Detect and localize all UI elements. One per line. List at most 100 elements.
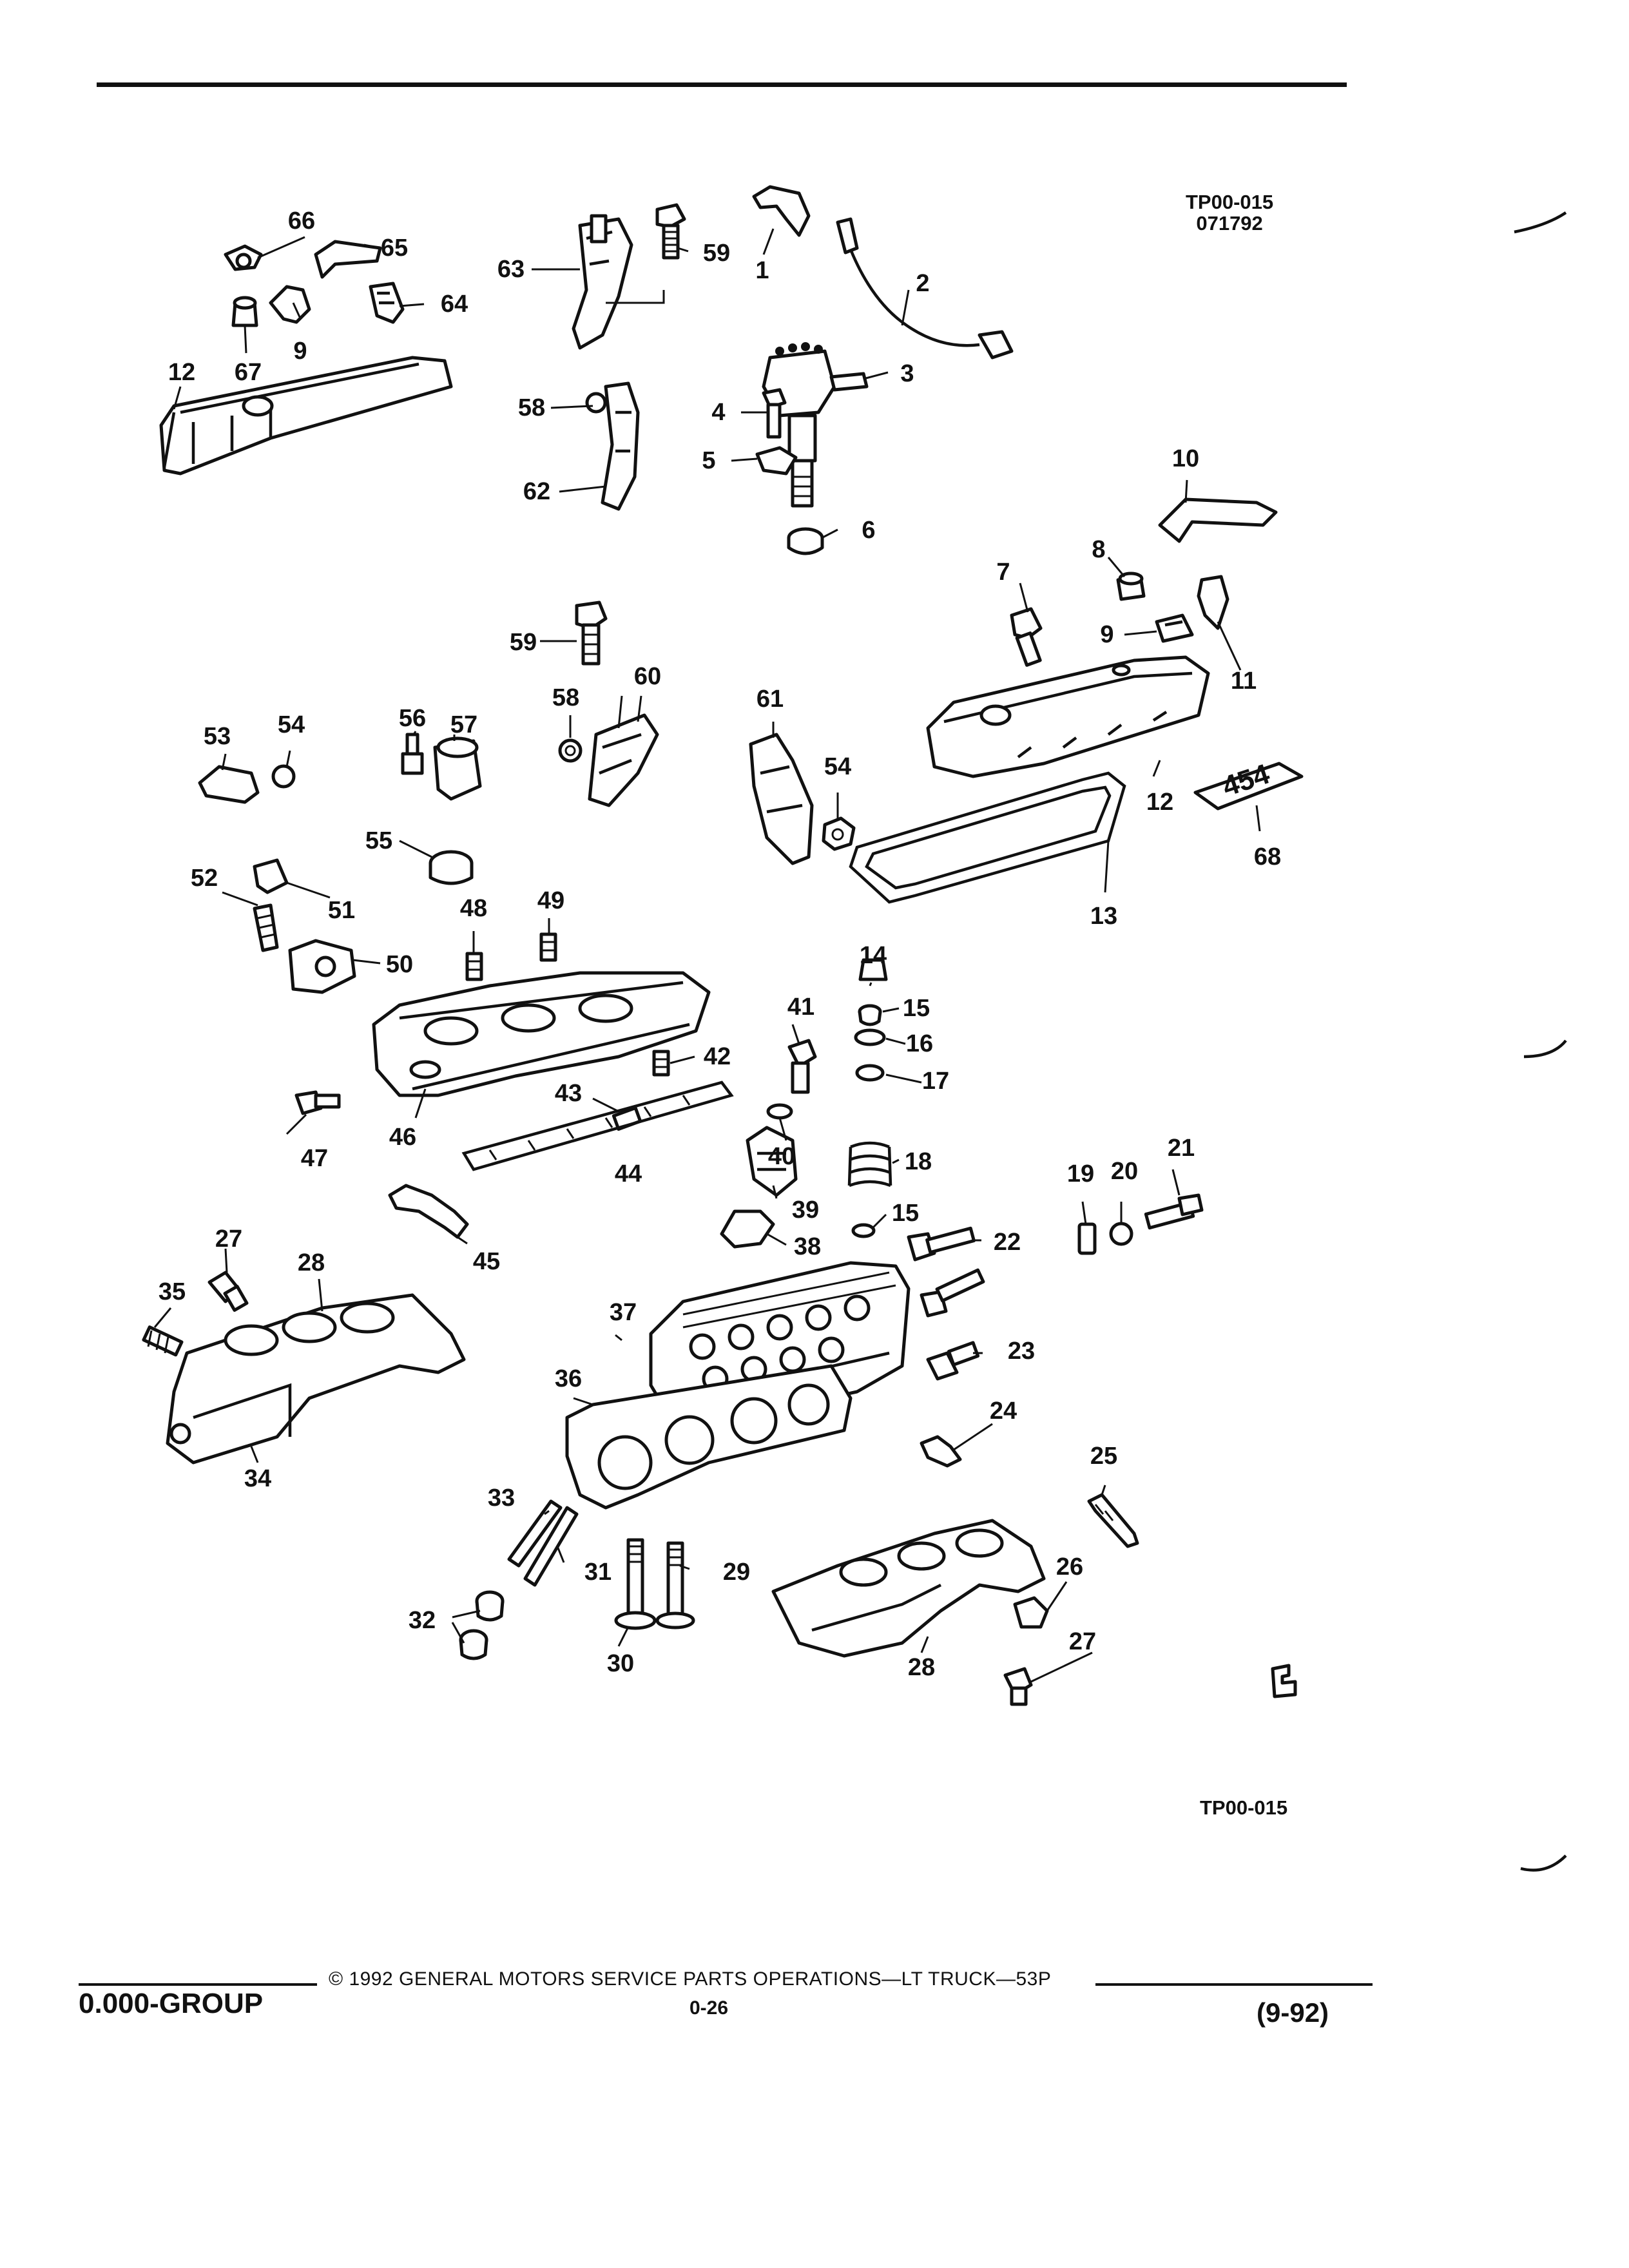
- callout-27-right: 27: [1069, 1628, 1096, 1655]
- nut-26: [1013, 1596, 1049, 1629]
- callout-41: 41: [787, 994, 815, 1021]
- bracket-50: [288, 939, 356, 994]
- callout-21: 21: [1168, 1135, 1195, 1162]
- bolt-41: [787, 1039, 817, 1094]
- callout-labels: 66 65 64 9 67 12 63 59 1 2 3 4 5 6 58 62…: [159, 207, 1281, 1681]
- footer-page-number: 0-26: [689, 1997, 729, 2019]
- callout-43: 43: [555, 1080, 582, 1107]
- clip-9-upper: [269, 285, 311, 324]
- footer-revision: (9-92): [1257, 1997, 1329, 2028]
- seal-15-lower: [851, 1223, 876, 1238]
- sensor-24: [920, 1435, 962, 1468]
- callout-20: 20: [1111, 1158, 1138, 1185]
- callout-30: 30: [607, 1650, 634, 1677]
- exhaust-manifold-28-right: [771, 1519, 1046, 1658]
- clip-9-right: [1155, 613, 1194, 643]
- footer-group: 0.000-GROUP: [79, 1988, 264, 2019]
- callout-24: 24: [990, 1398, 1017, 1425]
- clip-11: [1197, 575, 1229, 630]
- figure-code-block: TP00-015 071792: [1186, 191, 1274, 235]
- bracket-45: [388, 1184, 469, 1239]
- head-gasket-36: [565, 1364, 853, 1510]
- callout-2: 2: [916, 270, 929, 297]
- callout-61: 61: [757, 686, 784, 713]
- callout-55: 55: [365, 827, 392, 854]
- bolt-4: [762, 388, 787, 439]
- badge-454-text: 454: [1219, 758, 1273, 802]
- nut-58-lower: [558, 738, 583, 763]
- callout-68: 68: [1254, 843, 1281, 870]
- callout-27-left: 27: [215, 1225, 242, 1253]
- housing-57: [433, 736, 482, 801]
- callout-8: 8: [1092, 536, 1105, 563]
- callout-60: 60: [634, 663, 661, 690]
- callout-48: 48: [460, 895, 487, 922]
- pushrod-33: [507, 1499, 563, 1568]
- fitting-51: [253, 858, 289, 894]
- spring-18: [847, 1141, 892, 1187]
- bracket-60: [588, 713, 659, 807]
- callout-67: 67: [235, 359, 262, 386]
- clip-65: [314, 240, 382, 279]
- callout-32: 32: [409, 1607, 436, 1634]
- stud-48: [465, 952, 483, 981]
- callout-15-lower: 15: [892, 1200, 919, 1227]
- bolt-23: [926, 1341, 980, 1381]
- bracket-53: [198, 765, 260, 804]
- callout-59-upper: 59: [703, 240, 730, 267]
- callout-50: 50: [386, 951, 413, 978]
- callout-10: 10: [1172, 445, 1199, 472]
- clip-64: [369, 282, 405, 324]
- grommet-8: [1116, 572, 1146, 601]
- callout-17: 17: [922, 1068, 949, 1095]
- stud-35: [142, 1325, 184, 1357]
- edge-mark-2: [1523, 1039, 1567, 1059]
- figure-code-bottom: TP00-015: [1200, 1796, 1288, 1819]
- edge-mark-1: [1514, 211, 1567, 234]
- callout-52: 52: [191, 865, 218, 892]
- clip-66: [224, 244, 263, 271]
- callout-34: 34: [244, 1465, 271, 1492]
- figure-date-code: 071792: [1196, 211, 1263, 235]
- callout-57: 57: [450, 711, 477, 738]
- callout-66: 66: [288, 207, 315, 235]
- leader-lines: [153, 228, 1261, 1683]
- callout-29: 29: [723, 1559, 750, 1586]
- callout-26: 26: [1056, 1553, 1083, 1581]
- callout-28-left: 28: [298, 1249, 325, 1276]
- callout-25: 25: [1090, 1443, 1117, 1470]
- callout-1: 1: [755, 257, 769, 284]
- callout-39: 39: [792, 1196, 819, 1224]
- badge-454: [1193, 762, 1304, 811]
- bracket-62: [601, 381, 640, 511]
- callout-65: 65: [381, 235, 408, 262]
- callout-16: 16: [906, 1030, 933, 1057]
- clip-10: [1158, 497, 1278, 543]
- callout-59-lower: 59: [510, 629, 537, 656]
- callout-12-right: 12: [1146, 789, 1173, 816]
- lifter-32-a: [475, 1590, 505, 1622]
- callout-47: 47: [301, 1145, 328, 1172]
- rocker-39: [746, 1126, 798, 1197]
- callout-49: 49: [537, 887, 564, 914]
- bracket-19: [1077, 1222, 1097, 1255]
- bolt-27-right: [1003, 1667, 1033, 1706]
- footer-copyright: © 1992 GENERAL MOTORS SERVICE PARTS OPER…: [329, 1968, 1052, 1990]
- callout-13: 13: [1090, 903, 1117, 930]
- callout-46: 46: [389, 1124, 416, 1151]
- callout-4: 4: [711, 399, 725, 426]
- footer-rule-right: [1095, 1983, 1373, 1986]
- callout-14: 14: [860, 942, 887, 969]
- callout-9-right: 9: [1100, 621, 1113, 648]
- clamp-5: [755, 446, 798, 476]
- retainer-16: [854, 1028, 886, 1046]
- lifter-32-b: [459, 1629, 488, 1660]
- callout-54-center: 54: [824, 753, 851, 780]
- gasket-13: [849, 771, 1126, 904]
- nut-54-left: [271, 764, 296, 789]
- callout-33: 33: [488, 1485, 515, 1512]
- gm-logo-mark: [1271, 1664, 1297, 1698]
- callout-23: 23: [1008, 1338, 1035, 1365]
- figure-code: TP00-015: [1186, 191, 1274, 213]
- head-bolt-30: [614, 1538, 657, 1630]
